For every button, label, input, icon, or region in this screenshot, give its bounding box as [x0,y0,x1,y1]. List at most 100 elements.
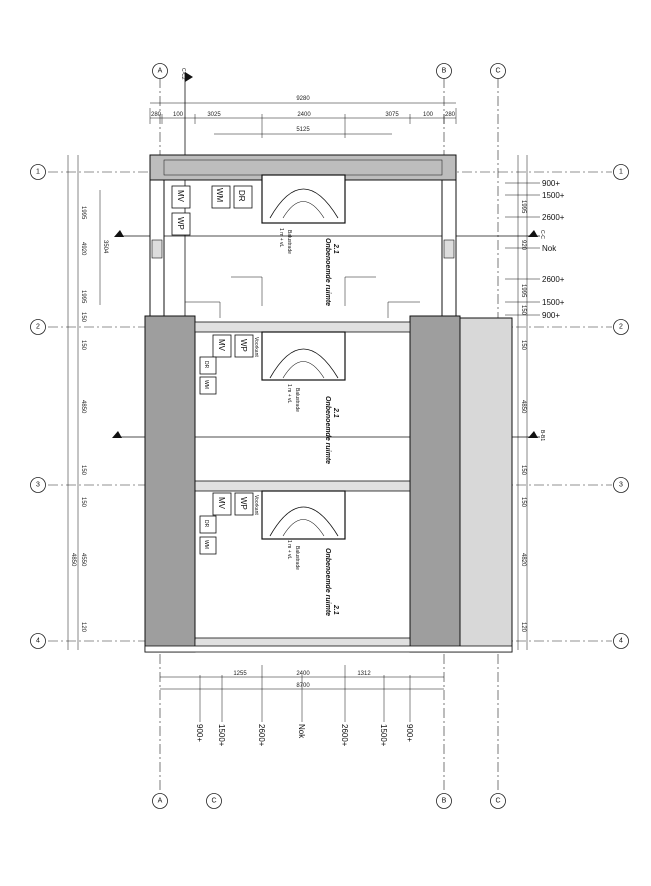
dim-right-b2: 150 [520,465,526,476]
level-bottom-1: 1500+ [217,724,226,747]
dim-left-c1: 4850 [80,400,86,414]
section-label-c-c2: C-C2 [180,68,186,80]
room-2-num: 2.1 [332,604,339,615]
grid-label-1-left: 1 [36,169,40,176]
fixture-dr-top-label: DR [237,190,246,202]
grid-label-4-right: 4 [619,638,623,645]
grid-label-a-bottom: A [158,798,163,805]
grid-label-4-left: 4 [36,638,40,645]
room-2-note2: 1 m + vL [286,540,292,560]
grid-label-1-right: 1 [619,169,623,176]
level-bottom-2: 2600+ [257,724,266,747]
dim-right-a3: 150 [520,305,526,316]
dim-top-5: 100 [423,112,434,118]
building [144,154,513,653]
stair-top [261,174,346,224]
grid-bubble-2-right [613,319,629,335]
grid-label-a-top: A [158,68,163,75]
grid-bubble-1-left [30,164,46,180]
dim-bottom-overall: 8700 [296,683,310,689]
stair-middle [261,331,346,381]
grid-label-c-bottom: C [495,798,500,805]
level-right-4: 2600+ [542,275,565,284]
grid-label-3-right: 3 [619,482,623,489]
fixture-wm-mid [199,376,217,395]
dim-top-2: 3025 [207,112,221,118]
dim-overall-top: 9280 [296,96,310,102]
section-flag-c-c2 [185,72,193,82]
dim-right-c2: 120 [520,622,526,633]
fixture-mv-top-label: MV [176,190,185,203]
fixture-wm-mid-label: WM [203,380,209,389]
level-right-1: 1500+ [542,191,565,200]
fixture-voorkant-mid: Voorkant [253,337,259,357]
stair-bottom [261,490,346,540]
dim-top-6: 280 [445,112,456,118]
fixture-wp-top-label: WP [176,217,185,230]
room-1-num: 2.1 [332,407,339,418]
grid-label-c-top: C [495,68,500,75]
fixture-wp-top [171,212,191,236]
grid-label-b-top: B [442,68,447,75]
dimensions-right: 1995 920 1995 150 150 4850 150 150 4820 … [505,155,565,650]
dimensions-bottom: 1255 2400 1312 8700 900+ 1500+ 2600+ Nok… [160,665,444,747]
roof-right-slope [409,315,461,653]
dimensions-left: 1995 4920 1995 150 3504 150 4850 150 150… [67,155,108,650]
fixture-dr-bottom-label: DR [203,520,209,528]
fixture-wm-top-label: WM [215,188,224,203]
dim-bottom-0: 1255 [233,671,247,677]
room-0-name: Onbenoemde ruimte [324,238,331,306]
insulation-right [459,317,513,653]
room-0-num: 2.1 [332,243,339,254]
fixture-wp-mid-label: WP [239,339,248,352]
level-bottom-5: 1500+ [379,724,388,747]
dim-right-c0: 150 [520,497,526,508]
dim-right-a1: 920 [520,240,526,251]
dim-left-a1: 4920 [80,242,86,256]
room-2-name: Onbenoemde ruimte [324,548,331,616]
grid-bubble-c-bottom-left [206,793,222,809]
level-right-5: 1500+ [542,298,565,307]
grid-bubble-3-left [30,477,46,493]
grid-bubble-c-top [490,63,506,79]
grid-bubble-b-top [436,63,452,79]
grid-label-2-left: 2 [36,324,40,331]
dim-top-0: 280 [151,112,162,118]
dim-left-d2: 4850 [70,553,76,567]
level-bottom-3: Nok [297,724,306,739]
grid-bubble-c-bottom [490,793,506,809]
dim-stair-top: 5125 [296,127,310,133]
dim-bottom-2: 1312 [357,671,371,677]
room-2-note1: Balustrade [294,546,300,570]
level-right-2: 2600+ [542,213,565,222]
dim-left-d3: 120 [80,622,86,633]
dim-left-a0: 1995 [80,206,86,220]
room-1-note2: 1 m + vL [286,384,292,404]
section-arrow-b-b1-left [112,431,122,438]
grid-bubble-1-right [613,164,629,180]
dim-bottom-1: 2400 [296,671,310,677]
dim-right-b1: 4850 [520,400,526,414]
level-bottom-0: 900+ [195,724,204,742]
grid-label-2-right: 2 [619,324,623,331]
level-bottom-6: 900+ [405,724,414,742]
fixture-dr-top [233,185,253,209]
section-label-c-c: C-C [539,230,545,239]
dim-left-c0: 150 [80,340,86,351]
fixture-wp-bottom-label: WP [239,497,248,510]
grid-label-b-bottom: B [442,798,447,805]
fixture-dr-mid [199,356,217,375]
fixture-wm-bottom [199,536,217,555]
roof-left-slope [144,315,196,653]
fixture-mv-top [171,185,191,209]
dim-right-b0: 150 [520,340,526,351]
level-right-3: Nok [542,244,557,253]
fixture-mv-bottom [212,492,232,516]
dim-right-a2: 1995 [520,284,526,298]
grid-bubble-4-left [30,633,46,649]
grid-bubble-3-right [613,477,629,493]
dim-left-a3: 150 [80,312,86,323]
fixture-wp-bottom [234,492,254,516]
fixture-wp-mid [234,334,254,358]
